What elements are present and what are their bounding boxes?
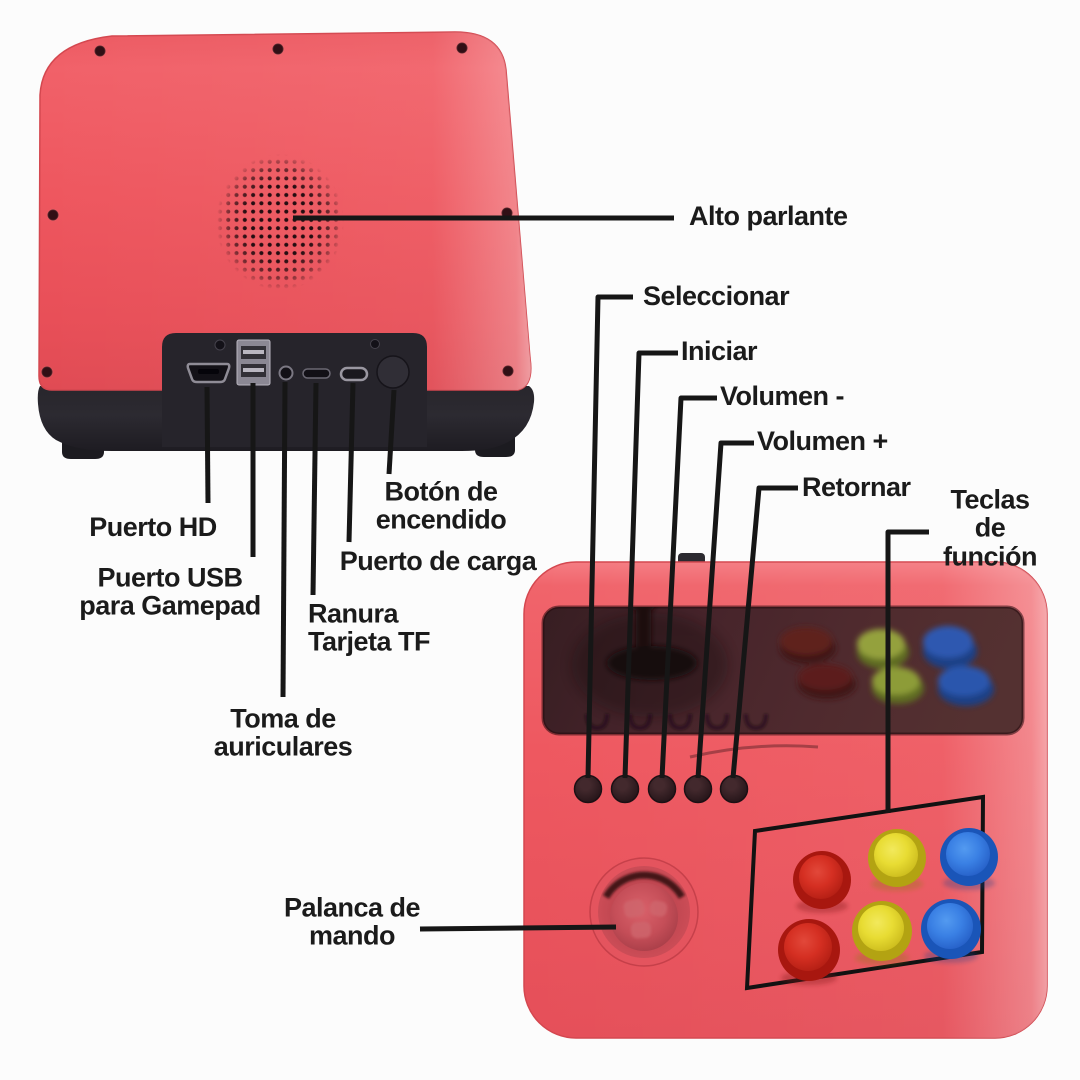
callout-line-return	[730, 485, 798, 779]
callout-line-headphone	[280, 381, 288, 698]
callout-line-tf-slot	[310, 382, 319, 596]
label-tf-card-slot: Ranura Tarjeta TF	[308, 598, 431, 657]
label-volume-up: Volumen +	[757, 425, 888, 456]
panel-screw-left	[214, 339, 226, 351]
callout-lines	[204, 215, 929, 932]
screen-buttons-darkred	[780, 627, 856, 699]
callout-line-volume-down	[659, 395, 717, 779]
callout-line-charging	[346, 382, 356, 543]
headphone-jack	[278, 365, 294, 381]
joystick	[589, 857, 699, 967]
volume-down-button	[647, 774, 677, 804]
callout-line-hd-port	[204, 386, 211, 504]
label-volume-down: Volumen -	[720, 380, 845, 411]
callout-line-volume-up	[695, 440, 754, 779]
console-front-view	[523, 553, 1048, 1039]
label-charging-port: Puerto de carga	[339, 545, 537, 576]
front-seam-line	[689, 744, 819, 759]
hdmi-port	[186, 362, 231, 384]
label-select-button: Seleccionar	[643, 280, 790, 311]
panel-screw-right	[370, 339, 380, 349]
select-button	[573, 774, 603, 804]
callout-line-start	[622, 350, 678, 779]
front-small-buttons	[573, 774, 749, 804]
label-power-button: Botón de encendido	[375, 476, 507, 535]
power-button	[376, 355, 410, 389]
callout-line-joystick	[419, 924, 617, 932]
screen-buttons-blue	[923, 626, 994, 706]
callout-line-function-keys	[885, 529, 929, 813]
screen-buttons-olive	[857, 629, 924, 704]
label-headphone-jack: Toma de auriculares	[213, 703, 353, 762]
tf-card-slot	[302, 368, 331, 379]
label-start-button: Iniciar	[681, 335, 758, 366]
label-usb-port: Puerto USB para Gamepad	[79, 562, 261, 621]
speaker-grille	[216, 154, 344, 290]
charging-port	[339, 366, 369, 382]
usb-port	[236, 339, 271, 386]
label-return-button: Retornar	[802, 471, 911, 502]
console-back-view	[37, 31, 535, 459]
rear-port-panel	[162, 333, 427, 447]
label-function-keys: Teclas de función	[943, 484, 1037, 572]
label-joystick: Palanca de mando	[283, 892, 421, 951]
joystick-ball	[610, 883, 678, 951]
function-keys-outline	[744, 794, 986, 991]
callout-line-power	[386, 389, 397, 475]
return-button	[719, 774, 749, 804]
volume-up-button	[683, 774, 713, 804]
callout-line-select	[585, 294, 633, 779]
label-hd-port: Puerto HD	[89, 511, 217, 542]
label-speaker: Alto parlante	[689, 200, 848, 231]
start-button	[610, 774, 640, 804]
function-buttons	[778, 828, 998, 985]
